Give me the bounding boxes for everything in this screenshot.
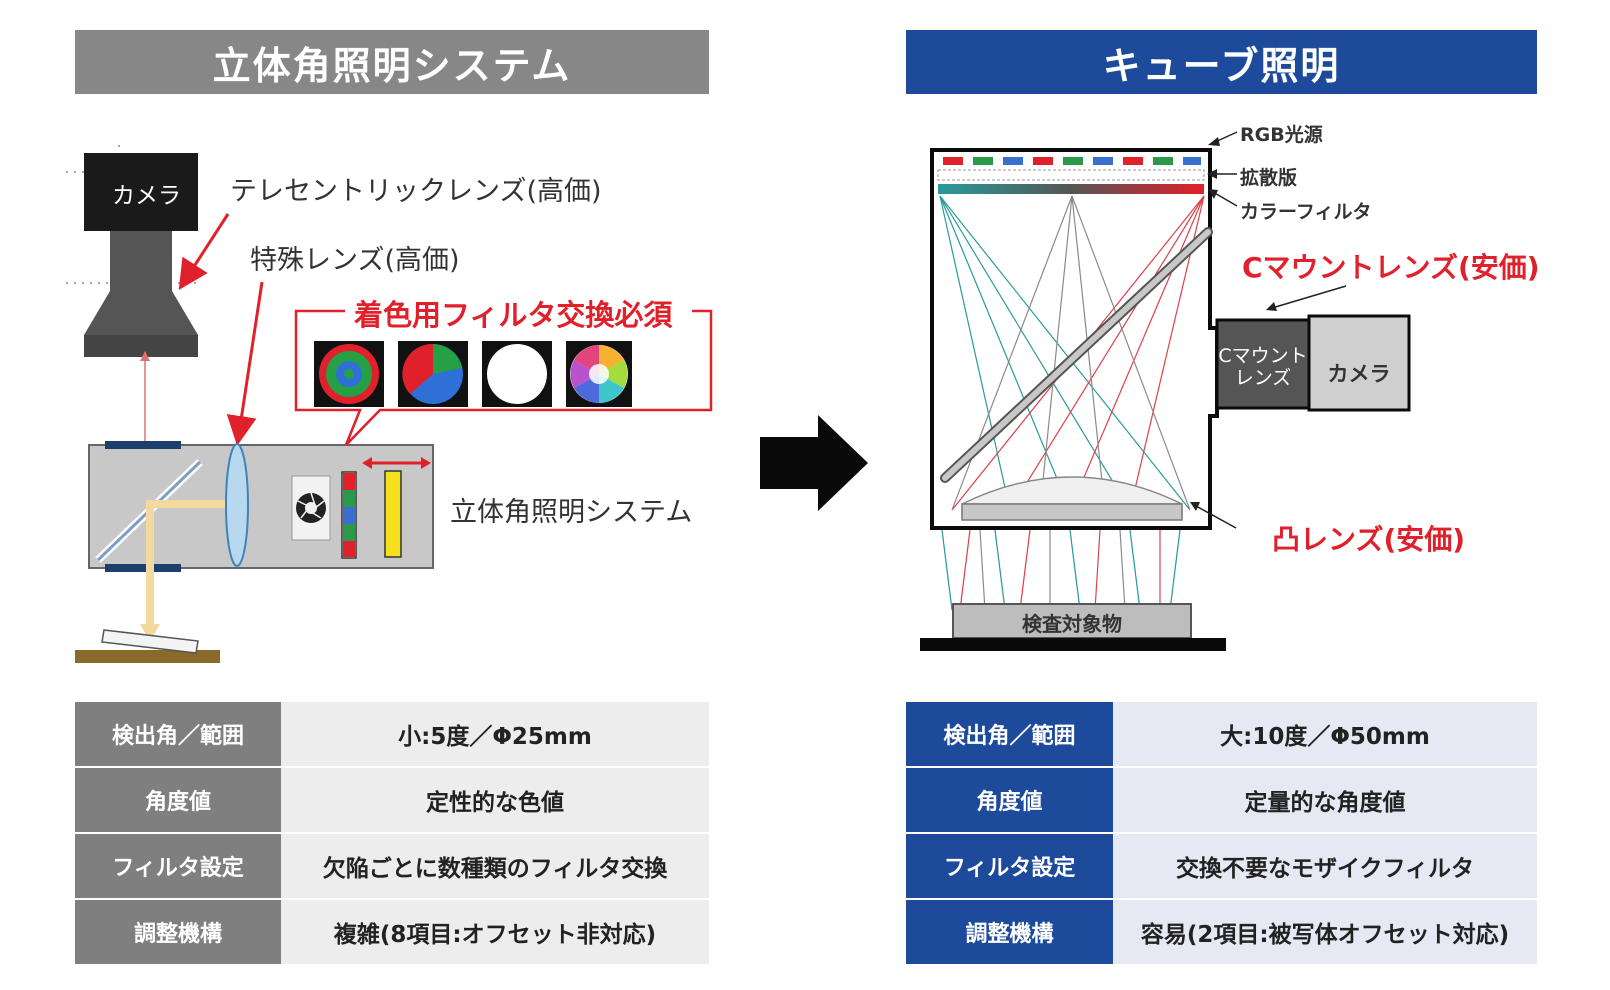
filter-thumbnail-1 bbox=[314, 341, 384, 407]
table-row: 調整機構 容易(2項目:被写体オフセット対応) bbox=[906, 899, 1537, 966]
telecentric-lens-flare bbox=[84, 291, 198, 335]
rgb-light-source bbox=[938, 156, 1204, 166]
special-lens bbox=[225, 443, 249, 567]
color-filter bbox=[938, 184, 1204, 194]
inspection-object-label: 検査対象物 bbox=[1022, 612, 1122, 636]
special-lens-label: 特殊レンズ(高価) bbox=[250, 245, 460, 276]
right-comparison-table: 検出角／範囲 大:10度／Φ50mm 角度値 定量的な角度値 フィルタ設定 交換… bbox=[906, 702, 1537, 966]
left-optics-diagram bbox=[66, 145, 713, 663]
cube-illumination-diagram bbox=[920, 131, 1411, 651]
table-row: 検出角／範囲 小:5度／Φ25mm bbox=[75, 702, 709, 768]
convex-lens-label: 凸レンズ(安価) bbox=[1272, 523, 1466, 556]
filter-thumbnail-3 bbox=[482, 341, 552, 407]
row-value: 複雑(8項目:オフセット非対応) bbox=[281, 899, 709, 966]
table-row: フィルタ設定 交換不要なモザイクフィルタ bbox=[906, 833, 1537, 900]
row-value: 小:5度／Φ25mm bbox=[281, 702, 709, 768]
table-row: フィルタ設定 欠陥ごとに数種類のフィルタ交換 bbox=[75, 833, 709, 900]
c-mount-lens-label: Cマウントレンズ(安価) bbox=[1242, 251, 1540, 284]
stage bbox=[920, 638, 1226, 651]
filter-callout bbox=[294, 309, 713, 446]
left-comparison-table: 検出角／範囲 小:5度／Φ25mm 角度値 定性的な色値 フィルタ設定 欠陥ごと… bbox=[75, 702, 709, 966]
row-value: 欠陥ごとに数種類のフィルタ交換 bbox=[281, 833, 709, 900]
left-title: 立体角照明システム bbox=[75, 30, 709, 94]
row-value: 定量的な角度値 bbox=[1113, 767, 1537, 834]
camera-body bbox=[84, 153, 198, 231]
filter-thumbnail-2 bbox=[398, 341, 468, 407]
c-mount-box-label: Cマウント レンズ bbox=[1218, 345, 1308, 389]
row-value: 大:10度／Φ50mm bbox=[1113, 702, 1537, 768]
c-mount-box-line2: レンズ bbox=[1234, 367, 1292, 389]
row-key: フィルタ設定 bbox=[906, 833, 1113, 900]
row-value: 定性的な色値 bbox=[281, 767, 709, 834]
convex-lens bbox=[961, 476, 1183, 505]
transition-arrow bbox=[760, 415, 868, 511]
row-key: 検出角／範囲 bbox=[75, 702, 281, 768]
camera-label: カメラ bbox=[112, 183, 181, 209]
diffuser bbox=[937, 169, 1205, 181]
table-row: 角度値 定性的な色値 bbox=[75, 767, 709, 834]
sample-plate bbox=[101, 629, 199, 654]
telecentric-lens-label: テレセントリックレンズ(高価) bbox=[230, 176, 602, 207]
table-row: 検出角／範囲 大:10度／Φ50mm bbox=[906, 702, 1537, 768]
color-filter-label: カラーフィルタ bbox=[1240, 201, 1372, 223]
row-key: フィルタ設定 bbox=[75, 833, 281, 900]
right-title: キューブ照明 bbox=[906, 30, 1537, 94]
system-label: 立体角照明システム bbox=[450, 497, 693, 528]
row-key: 角度値 bbox=[75, 767, 281, 834]
c-mount-box-line1: Cマウント bbox=[1218, 345, 1308, 367]
table-row: 角度値 定量的な角度値 bbox=[906, 767, 1537, 834]
c-mount-lens-box bbox=[1215, 318, 1311, 410]
filter-thumbnail-4 bbox=[566, 341, 632, 407]
cube-housing bbox=[930, 148, 1219, 530]
row-key: 角度値 bbox=[906, 767, 1113, 834]
table-row: 調整機構 複雑(8項目:オフセット非対応) bbox=[75, 899, 709, 966]
row-key: 調整機構 bbox=[906, 899, 1113, 966]
telecentric-lens-barrel bbox=[110, 231, 172, 291]
yellow-filter bbox=[384, 470, 402, 558]
row-key: 調整機構 bbox=[75, 899, 281, 966]
right-camera-box bbox=[1307, 314, 1411, 412]
row-value: 容易(2項目:被写体オフセット対応) bbox=[1113, 899, 1537, 966]
filter-note: 着色用フィルタ交換必須 bbox=[350, 292, 677, 334]
rgb-light-label: RGB光源 bbox=[1240, 124, 1323, 146]
row-key: 検出角／範囲 bbox=[906, 702, 1113, 768]
right-camera-label: カメラ bbox=[1327, 362, 1391, 386]
diffuser-label: 拡散版 bbox=[1240, 167, 1298, 189]
row-value: 交換不要なモザイクフィルタ bbox=[1113, 833, 1537, 900]
